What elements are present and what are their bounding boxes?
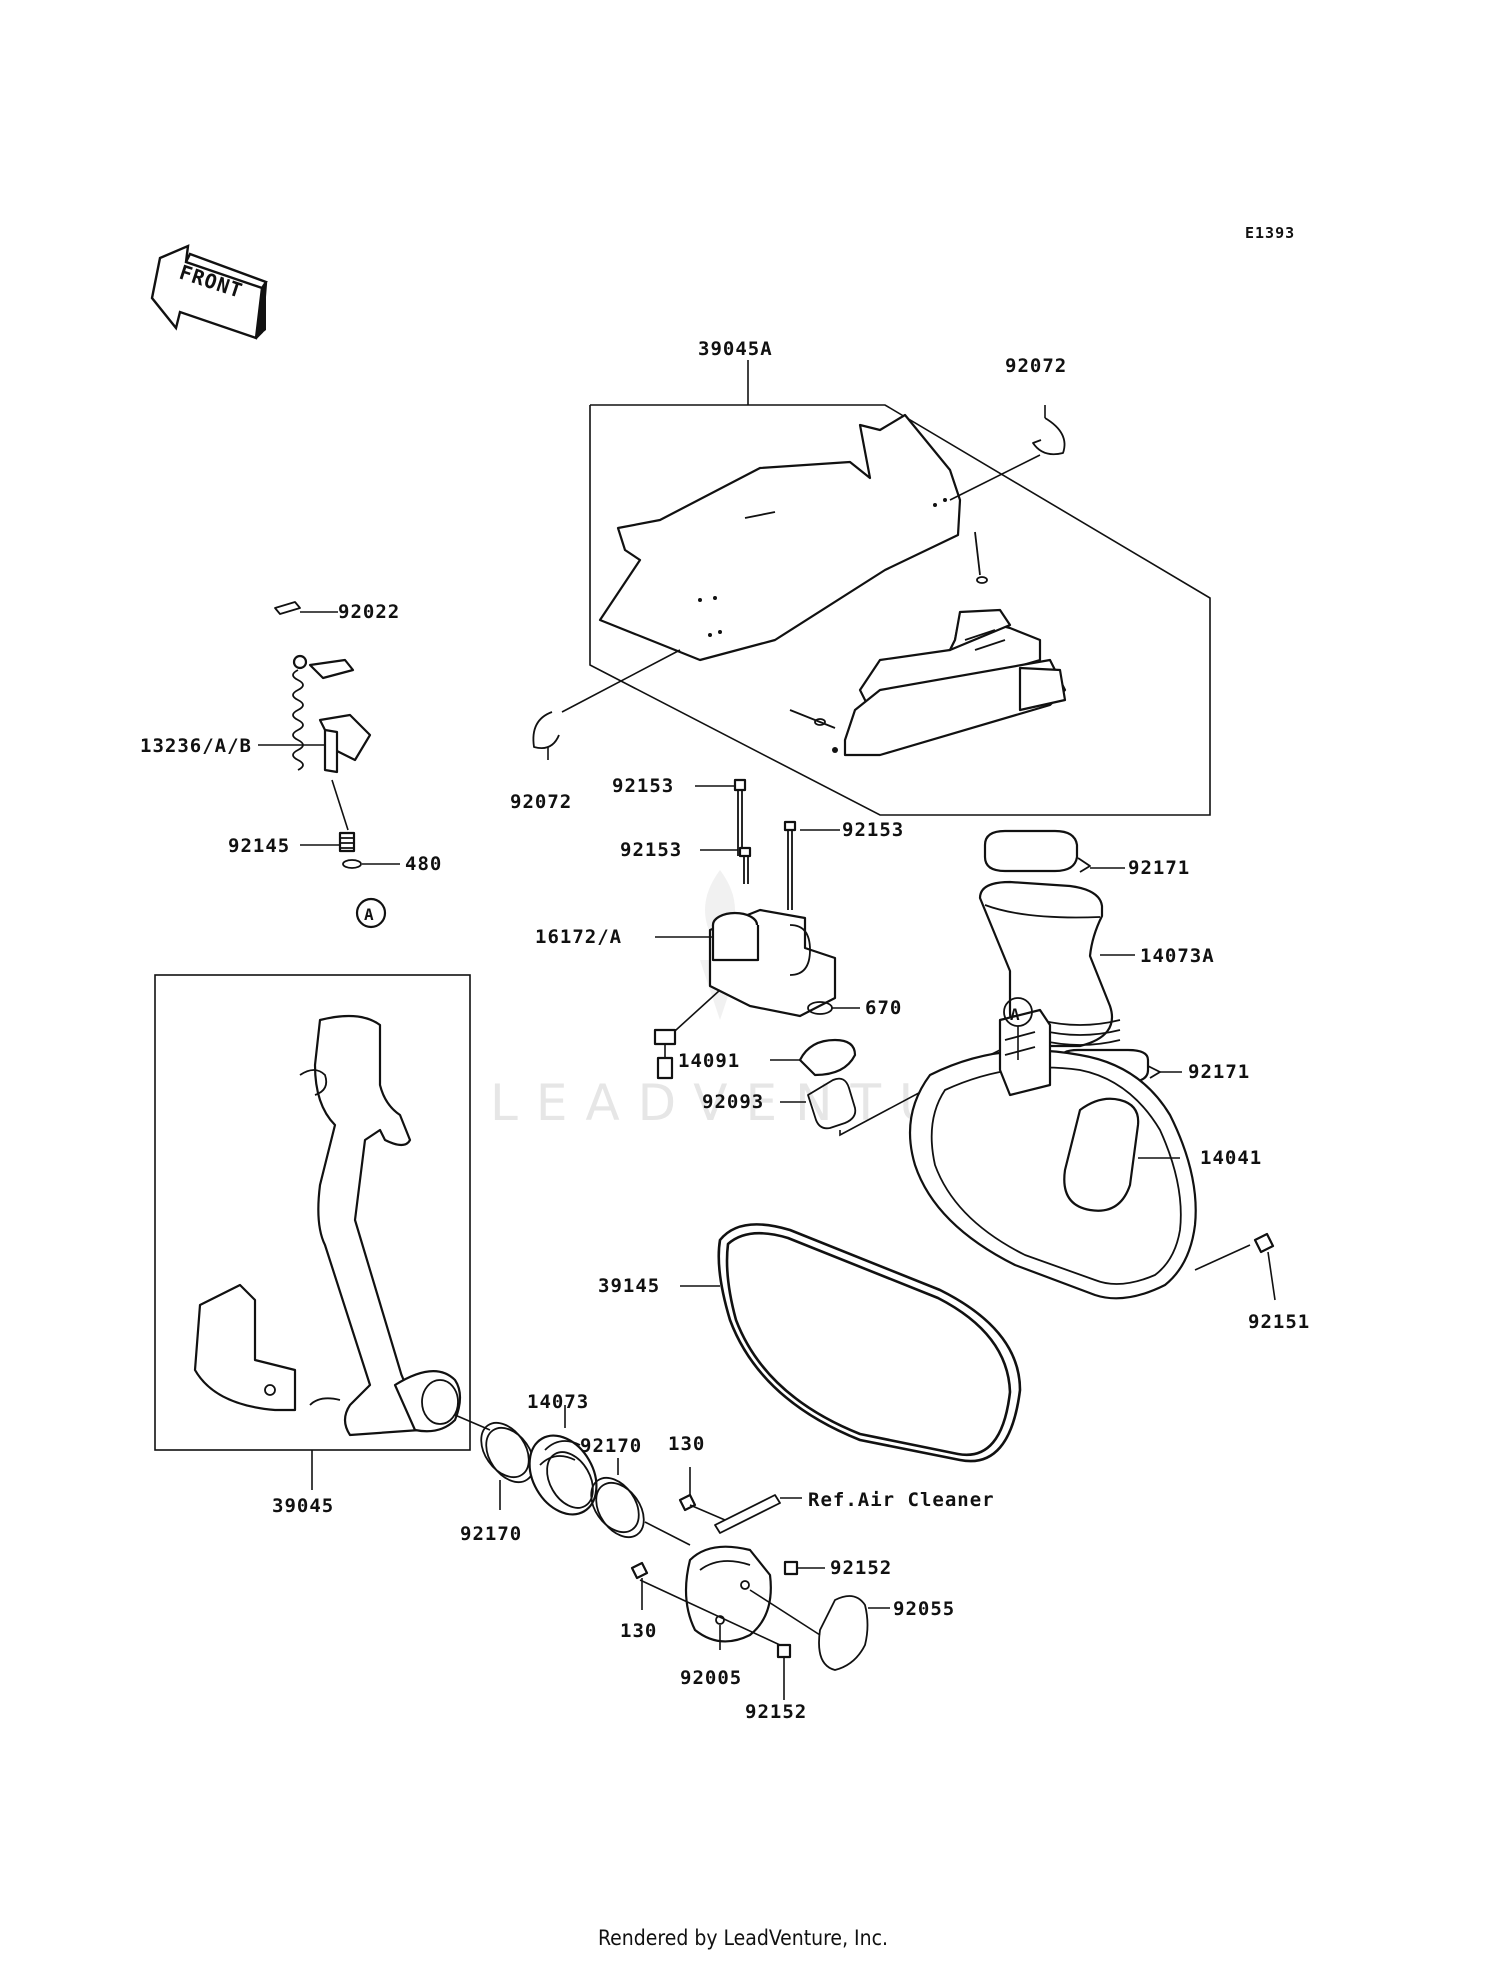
orings-and-cover-14091 bbox=[770, 1001, 1001, 1137]
label-92153-b: 92153 bbox=[620, 839, 682, 861]
label-92170-bot: 92170 bbox=[460, 1523, 522, 1545]
label-130-bot: 130 bbox=[620, 1620, 657, 1642]
stud-ref-air-cleaner bbox=[714, 1494, 802, 1534]
label-ref-air-cleaner: Ref.Air Cleaner bbox=[808, 1489, 995, 1511]
box-39045A bbox=[589, 360, 1211, 816]
label-92022: 92022 bbox=[338, 601, 400, 623]
nut-92152-top bbox=[783, 1560, 825, 1576]
air-cleaner-housing-92005 bbox=[639, 1521, 821, 1650]
label-670: 670 bbox=[865, 997, 902, 1019]
label-39045: 39045 bbox=[272, 1495, 334, 1517]
nut-92152-bot bbox=[776, 1643, 792, 1700]
label-14073: 14073 bbox=[527, 1391, 589, 1413]
coupler-14073 bbox=[528, 1405, 598, 1516]
callout-a-left: A bbox=[364, 905, 375, 924]
drive-belt-39145 bbox=[680, 1223, 1022, 1463]
clamp-92170-right bbox=[590, 1458, 645, 1539]
label-16172: 16172/A bbox=[535, 926, 622, 948]
intake-duct-39045 bbox=[193, 1014, 491, 1437]
label-130-top: 130 bbox=[668, 1433, 705, 1455]
label-92145: 92145 bbox=[228, 835, 290, 857]
label-14091: 14091 bbox=[678, 1050, 740, 1072]
label-14041: 14041 bbox=[1200, 1147, 1262, 1169]
label-92093: 92093 bbox=[702, 1091, 764, 1113]
label-39145: 39145 bbox=[598, 1275, 660, 1297]
label-39045A: 39045A bbox=[698, 338, 773, 360]
box-39045 bbox=[154, 974, 471, 1490]
air-duct-tube bbox=[789, 531, 1067, 757]
label-480: 480 bbox=[405, 853, 442, 875]
callout-a-right: A bbox=[1010, 1005, 1021, 1024]
label-92152-bot: 92152 bbox=[745, 1701, 807, 1723]
label-92152-top: 92152 bbox=[830, 1557, 892, 1579]
label-92055: 92055 bbox=[893, 1598, 955, 1620]
label-92171-top: 92171 bbox=[1128, 857, 1190, 879]
clamp-92170-left bbox=[480, 1421, 535, 1510]
clip-92072-top bbox=[949, 405, 1066, 501]
label-92151: 92151 bbox=[1248, 1311, 1310, 1333]
bolt-130-top bbox=[678, 1467, 726, 1521]
label-92171-mid: 92171 bbox=[1188, 1061, 1250, 1083]
label-92153-a: 92153 bbox=[612, 775, 674, 797]
bolt-92151 bbox=[1253, 1232, 1276, 1301]
footer-credit: Rendered by LeadVenture, Inc. bbox=[598, 1926, 888, 1950]
label-92153-c: 92153 bbox=[842, 819, 904, 841]
label-92005: 92005 bbox=[680, 1667, 742, 1689]
front-arrow-icon bbox=[150, 244, 268, 340]
diagram-code: E1393 bbox=[1245, 224, 1295, 242]
gasket-92055 bbox=[818, 1595, 890, 1671]
label-14073A: 14073A bbox=[1140, 945, 1215, 967]
servo-actuator-assembly bbox=[653, 778, 840, 1080]
shift-rod-assembly bbox=[258, 601, 400, 929]
heat-shield-plate bbox=[598, 413, 962, 662]
clip-92072-left bbox=[532, 649, 681, 760]
label-92072-top: 92072 bbox=[1005, 355, 1067, 377]
label-13236: 13236/A/B bbox=[140, 735, 252, 757]
label-92170-top: 92170 bbox=[580, 1435, 642, 1457]
label-92072-left: 92072 bbox=[510, 791, 572, 813]
cvt-cover-14041 bbox=[908, 1008, 1251, 1300]
bolt-130-bottom bbox=[630, 1561, 649, 1610]
clamp-92171-top bbox=[983, 829, 1125, 873]
